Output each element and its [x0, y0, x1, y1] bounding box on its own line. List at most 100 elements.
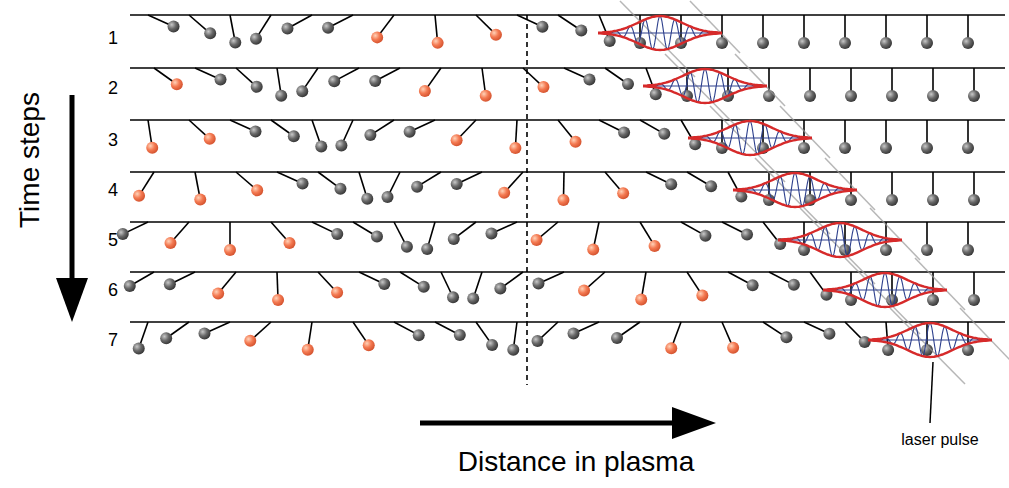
electron	[447, 291, 459, 303]
pulse-envelope	[733, 173, 857, 190]
pulse-axis	[778, 240, 902, 241]
displaced-electron	[133, 190, 145, 202]
row-line	[130, 271, 1005, 273]
laser-carrier	[607, 16, 712, 49]
electron	[568, 328, 580, 340]
electron	[757, 37, 769, 49]
displaced-electron	[165, 237, 177, 249]
electron	[451, 178, 463, 190]
displaced-electron	[480, 90, 492, 102]
pendulum-rows	[117, 15, 1005, 356]
electron	[229, 36, 241, 48]
electron	[413, 329, 425, 341]
displaced-electron	[212, 288, 224, 300]
pulse-axis	[598, 33, 722, 34]
electron	[164, 278, 176, 290]
electron	[382, 191, 394, 203]
pulse-envelope	[598, 16, 722, 33]
electron	[448, 233, 460, 245]
row-line	[130, 221, 1005, 223]
displaced-electron	[302, 344, 314, 356]
electron	[204, 27, 216, 39]
electron	[921, 142, 933, 154]
displaced-electron	[578, 285, 590, 297]
row-line	[130, 171, 1005, 173]
electron	[880, 37, 892, 49]
pulse-trace	[960, 308, 1009, 360]
electron	[288, 130, 300, 142]
displaced-electron	[649, 240, 661, 252]
electron	[804, 90, 816, 102]
electron	[315, 140, 327, 152]
displaced-electron	[531, 234, 543, 246]
time-step-number: 2	[108, 79, 118, 97]
electron	[962, 37, 974, 49]
axis-title: Distance in plasma	[458, 448, 695, 476]
laser-carrier	[787, 223, 892, 256]
row-line	[130, 321, 1005, 323]
pulse-envelope	[688, 121, 812, 138]
electron	[335, 139, 347, 151]
electron	[322, 22, 334, 34]
displaced-electron	[251, 184, 263, 196]
pulse-axis	[643, 86, 767, 87]
electron	[378, 278, 390, 290]
time-step-number: 6	[108, 281, 118, 299]
electron	[604, 35, 616, 47]
displaced-electron	[617, 187, 629, 199]
pulse-envelope	[823, 290, 947, 307]
displaced-electron	[331, 286, 343, 298]
electron	[927, 90, 939, 102]
electron	[699, 230, 711, 242]
electron	[198, 328, 210, 340]
displaced-electron	[537, 81, 549, 93]
pulse-envelope	[733, 190, 857, 207]
electron	[927, 294, 939, 306]
laser-carrier	[697, 121, 802, 154]
electron	[823, 328, 835, 340]
electron	[611, 332, 623, 344]
pulse-envelope	[868, 340, 992, 357]
pulse-envelope	[643, 69, 767, 86]
displaced-electron	[171, 78, 183, 90]
distance-arrow-shaft	[420, 421, 680, 426]
laser-carrier	[652, 69, 757, 102]
electron	[886, 194, 898, 206]
electron	[536, 21, 548, 33]
electron	[371, 230, 383, 242]
electron	[297, 177, 309, 189]
displaced-electron	[490, 29, 502, 41]
time-step-number: 3	[108, 131, 118, 149]
electron	[411, 181, 423, 193]
displaced-electron	[224, 244, 236, 256]
electron	[968, 294, 980, 306]
time-step-number: 5	[108, 231, 118, 249]
electron	[882, 344, 894, 356]
pulse-axis	[688, 138, 812, 139]
electron	[361, 193, 373, 205]
displaced-electron	[727, 342, 739, 354]
laser-carrier	[832, 273, 937, 306]
displaced-electron	[204, 133, 216, 145]
electron	[618, 126, 630, 138]
pulse-envelope	[598, 33, 722, 50]
displaced-electron	[451, 134, 463, 146]
electron	[404, 126, 416, 138]
electron	[859, 336, 871, 348]
electron	[962, 142, 974, 154]
callout-label: laser pulse	[901, 432, 978, 448]
time-step-number: 7	[108, 331, 118, 349]
displaced-electron	[194, 193, 206, 205]
pulse-envelope	[778, 240, 902, 257]
displaced-electron	[272, 294, 284, 306]
electron	[401, 241, 413, 253]
electron	[665, 178, 677, 190]
electron	[494, 282, 506, 294]
electron	[741, 229, 753, 241]
pulse-envelope	[868, 323, 992, 340]
displaced-electron	[509, 142, 521, 154]
electron	[250, 33, 262, 45]
electron	[658, 128, 670, 140]
electron	[124, 280, 136, 292]
